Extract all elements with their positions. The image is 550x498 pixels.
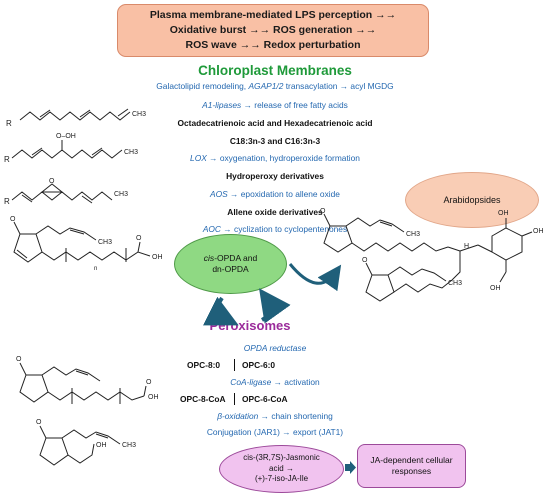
ja-response-label: JA-dependent cellular responses (370, 455, 453, 476)
opda-line-2: dn-OPDA (212, 264, 249, 274)
fatty-acids-label: Octadecatrienoic acid and Hexadecatrieno… (177, 118, 373, 128)
lox-text: → oxygenation, hydroperoxide formation (206, 153, 360, 163)
opc6-coa-label: OPC-6-CoA (242, 394, 288, 404)
cycle-arrow-right (259, 288, 291, 324)
opda-line-1: cis-OPDA and (204, 253, 257, 264)
arabi-o-1: O (320, 208, 326, 215)
chloroplast-heading: Chloroplast Membranes (198, 63, 352, 78)
cycle-arrows (202, 288, 291, 326)
ja-line-1: cis-(3R,7S)-Jasmonic (243, 453, 320, 463)
opc6-label: OPC-6:0 (242, 360, 276, 370)
aoc-step: AOC → cyclization to cyclopentenones (140, 224, 410, 235)
banner-line-3: ROS wave →→ Redox perturbation (185, 39, 361, 51)
arabi-ch3-2: CH3 (448, 280, 462, 287)
opda-n: n (94, 266, 97, 272)
fatty-acid-codes: C18:3n-3 and C16:3n-3 (229, 136, 321, 146)
fa-ch3: CH3 (132, 111, 146, 118)
a1-lipase-step: A1-lipases → release of free fatty acids (140, 100, 410, 111)
lox-enzyme: LOX (190, 153, 207, 163)
opc-coa-divider (234, 393, 235, 405)
arabidopsides-node: Arabidopsides (405, 172, 539, 228)
opc8-label: OPC-8:0 (187, 360, 221, 370)
ja-ch3: CH3 (122, 442, 136, 449)
beta-oxidation-enzyme: β-oxidation (217, 411, 259, 421)
opda-structure (13, 221, 151, 263)
opda-ch3: CH3 (98, 239, 112, 246)
allene-oxide-structure (11, 183, 113, 204)
r-label: R (6, 119, 12, 128)
ao-r: R (4, 197, 10, 206)
response-arrow (345, 461, 356, 474)
opda-line-1-rest: -OPDA and (214, 253, 258, 263)
opda-node: cis-OPDA and dn-OPDA (174, 234, 287, 294)
aos-step: AOS → epoxidation to allene oxide (140, 189, 410, 200)
hp-r: R (4, 155, 10, 164)
ja-oh: OH (96, 442, 107, 449)
jasmonic-acid-node: cis-(3R,7S)-Jasmonic acid → (+)-7-iso-JA… (219, 445, 344, 493)
ja-response-box: JA-dependent cellular responses (357, 444, 466, 488)
ja-o: O (36, 419, 42, 426)
fatty-acid-structure (19, 108, 131, 121)
sugar-oh-2: OH (533, 228, 544, 235)
a1-lipase-enzyme: A1-lipases (202, 100, 242, 110)
opda-reductase-step: OPDA reductase (243, 343, 307, 353)
banner-line-2: Oxidative burst →→ ROS generation →→ (169, 24, 377, 36)
opc-oh: OH (148, 394, 159, 401)
arabidopside-formation-arrow (288, 263, 342, 292)
opda-oh: OH (152, 254, 163, 261)
lps-perception-banner: Plasma membrane-mediated LPS perception … (117, 4, 429, 57)
hydroperoxide-structure (11, 140, 123, 159)
ja-line-3: (+)-7-iso-JA-Ile (254, 474, 309, 484)
a1-lipase-text: → release of free fatty acids (241, 100, 348, 110)
coa-ligase-text: → activation (271, 377, 320, 387)
lox-step: LOX → oxygenation, hydroperoxide formati… (140, 153, 410, 164)
beta-oxidation-step: β-oxidation → chain shortening (140, 411, 410, 422)
sugar-oh-3: OH (490, 285, 501, 292)
beta-oxidation-text: → chain shortening (258, 411, 333, 421)
aoc-text: → cyclization to cyclopentenones (220, 224, 348, 234)
opda-carbonyl-o: O (136, 235, 142, 242)
hp-ch3: CH3 (124, 149, 138, 156)
arabi-ch3-1: CH3 (406, 231, 420, 238)
aoc-enzyme: AOC (202, 224, 221, 234)
galactolipid-step: Galactolipid remodeling, AGAP1/2 transac… (115, 81, 435, 92)
opda-cis: cis (203, 253, 215, 263)
opc-carbonyl-o: O (146, 379, 152, 386)
coa-ligase-enzyme: CoA-ligase (230, 377, 272, 387)
ao-o: O (49, 178, 55, 185)
ao-ch3: CH3 (114, 191, 128, 198)
opc-divider (234, 359, 235, 371)
galacto-post: transacylation → acyl MGDG (283, 81, 394, 91)
arabidopsides-label: Arabidopsides (443, 195, 501, 205)
coa-ligase-step: CoA-ligase → activation (140, 377, 410, 388)
allene-oxide-label: Allene oxide derivatives (227, 207, 323, 217)
opc-structure (19, 362, 147, 404)
hydroperoxy-label: Hydroperoxy derivatives (226, 171, 324, 181)
aos-text: → epoxidation to allene oxide (227, 189, 340, 199)
arabi-o-2: O (362, 257, 368, 264)
ja-line-2: acid → (269, 463, 294, 473)
sugar-oh-1: OH (498, 210, 509, 217)
opc-o: O (16, 356, 22, 363)
agap-gene: AGAP1/2 (248, 81, 284, 91)
banner-line-1: Plasma membrane-mediated LPS perception … (149, 9, 397, 21)
opc8-coa-label: OPC-8-CoA (180, 394, 226, 404)
galacto-pre: Galactolipid remodeling, (156, 81, 249, 91)
opda-o: O (10, 216, 16, 223)
arabi-h: H (464, 243, 469, 250)
conjugation-step: Conjugation (JAR1) → export (JAT1) (206, 427, 344, 437)
aos-enzyme: AOS (210, 189, 228, 199)
cycle-arrow-left (202, 296, 239, 326)
hp-ooh: O–OH (56, 133, 76, 140)
arabidopside-structure (323, 213, 533, 302)
jasmonic-acid-structure (39, 425, 121, 466)
